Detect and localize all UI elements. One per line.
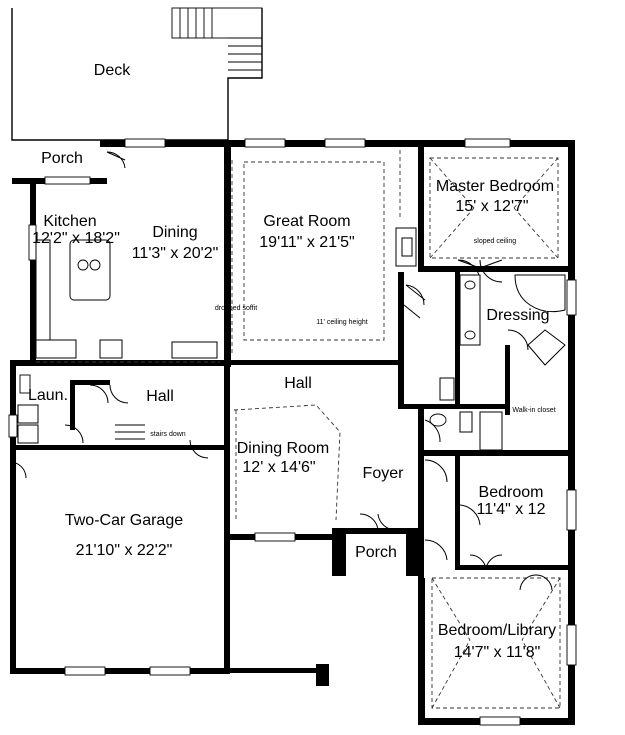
kitchen-dim: 12'2" x 18'2": [32, 230, 120, 247]
great-room-label: Great Room: [263, 213, 350, 230]
hall-center-label: Hall: [284, 375, 312, 392]
great-room-dim: 19'11" x 21'5": [259, 234, 354, 251]
dining-dim: 11'3" x 20'2": [132, 245, 219, 262]
stairs-down-note: stairs down: [150, 431, 186, 438]
master-bedroom-label: Master Bedroom: [436, 178, 554, 195]
fixtures: [17, 227, 566, 451]
ceiling-height-note: 11' ceiling height: [316, 319, 367, 326]
sloped-ceiling-note: sloped ceiling: [474, 238, 517, 245]
master-bedroom-dim: 15' x 12'7": [455, 198, 528, 215]
walk-in-closet-note: Walk-in closet: [512, 407, 555, 414]
annotations: sloped ceiling dropped soffit 11' ceilin…: [150, 238, 555, 438]
dropped-soffit-note: dropped soffit: [215, 305, 257, 312]
bedroom-dim: 11'4" x 12: [477, 501, 546, 518]
foyer-label: Foyer: [363, 465, 405, 482]
hall-left-label: Hall: [146, 388, 174, 405]
room-labels: Deck Porch Kitchen 12'2" x 18'2" Dining …: [28, 62, 556, 661]
ceiling-lines: [36, 150, 561, 709]
back-porch-label: Porch: [41, 150, 83, 167]
interior-walls: [16, 147, 573, 583]
dining-room-label: Dining Room: [237, 440, 329, 457]
bedroom-label: Bedroom: [479, 484, 544, 501]
doors: [9, 151, 553, 591]
library-label: Bedroom/Library: [438, 622, 556, 639]
dressing-label: Dressing: [486, 307, 549, 324]
kitchen-label: Kitchen: [43, 213, 96, 230]
deck-label: Deck: [94, 62, 131, 79]
garage-dim: 21'10" x 22'2": [76, 542, 173, 559]
dining-label: Dining: [152, 224, 197, 241]
laundry-label: Laun.: [28, 387, 68, 404]
dining-room-dim: 12' x 14'6": [242, 459, 315, 476]
library-dim: 14'7" x 11'8": [454, 644, 541, 661]
deck-outline: [11, 7, 263, 141]
garage-label: Two-Car Garage: [65, 512, 183, 529]
windows: [8, 138, 577, 726]
front-porch-label: Porch: [355, 544, 397, 561]
